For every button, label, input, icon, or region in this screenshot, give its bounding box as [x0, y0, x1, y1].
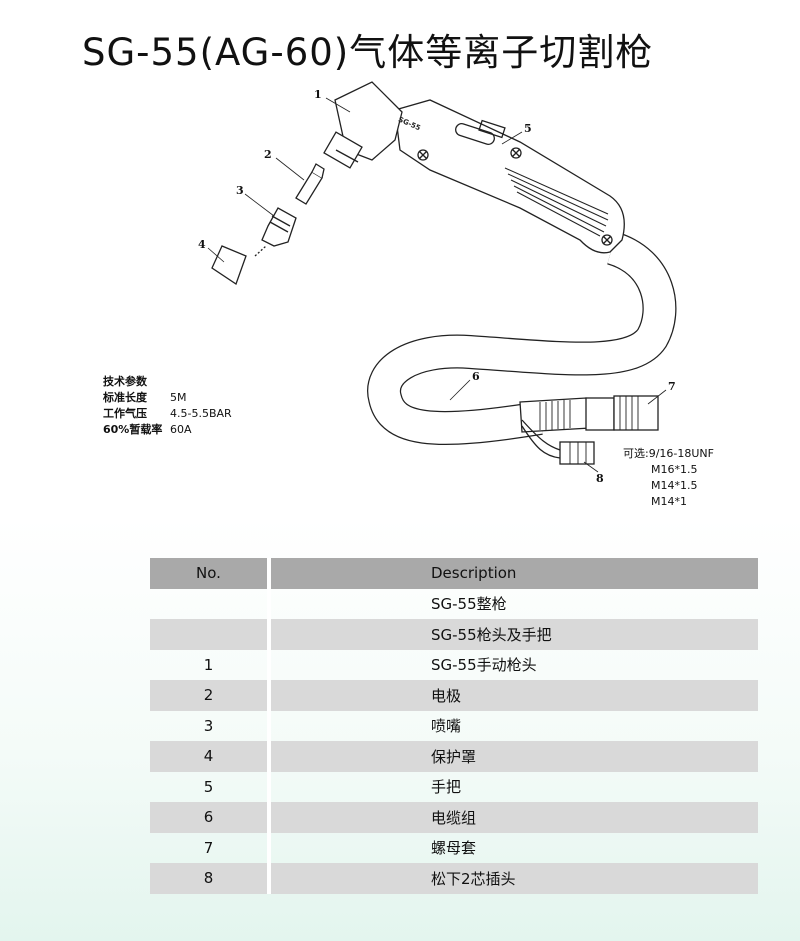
table-header-row: No. Description [150, 558, 758, 589]
page-title: SG-55(AG-60)气体等离子切割枪 [82, 31, 654, 74]
tech-specs: 技术参数 标准长度 5M 工作气压 4.5-5.5BAR 60%暂载率 60A [103, 374, 232, 438]
thread-options: 可选:9/16-18UNF M16*1.5 M14*1.5 M14*1 [623, 446, 714, 510]
plug [559, 441, 595, 465]
shield-cap [211, 245, 247, 286]
thread-option: M14*1.5 [651, 479, 698, 492]
tech-specs-heading: 技术参数 [103, 375, 147, 388]
thread-option: M14*1 [651, 495, 687, 508]
callout-2: 2 [264, 148, 272, 161]
callout-1: 1 [314, 88, 322, 101]
torch-diagram: SG-55 1 2 3 4 5 6 7 8 [198, 81, 677, 485]
spec-row: 工作气压 4.5-5.5BAR [103, 407, 232, 420]
header-no: No. [150, 558, 271, 589]
table-row: SG-55整枪 [150, 588, 758, 619]
callout-4: 4 [198, 238, 206, 251]
spec-row: 60%暂载率 60A [103, 423, 192, 436]
nut-sleeve [519, 397, 591, 433]
callout-5: 5 [524, 122, 532, 135]
callout-3: 3 [236, 184, 244, 197]
header-description: Description [271, 558, 758, 589]
callout-6: 6 [472, 370, 480, 383]
callout-8: 8 [596, 472, 604, 485]
handle [394, 99, 625, 254]
callout-7: 7 [668, 380, 676, 393]
thread-options-label: 可选:9/16-18UNF [623, 447, 714, 460]
thread-option: M16*1.5 [651, 463, 698, 476]
spec-row: 标准长度 5M [103, 391, 187, 404]
table-row: SG-55枪头及手把 [150, 619, 758, 650]
